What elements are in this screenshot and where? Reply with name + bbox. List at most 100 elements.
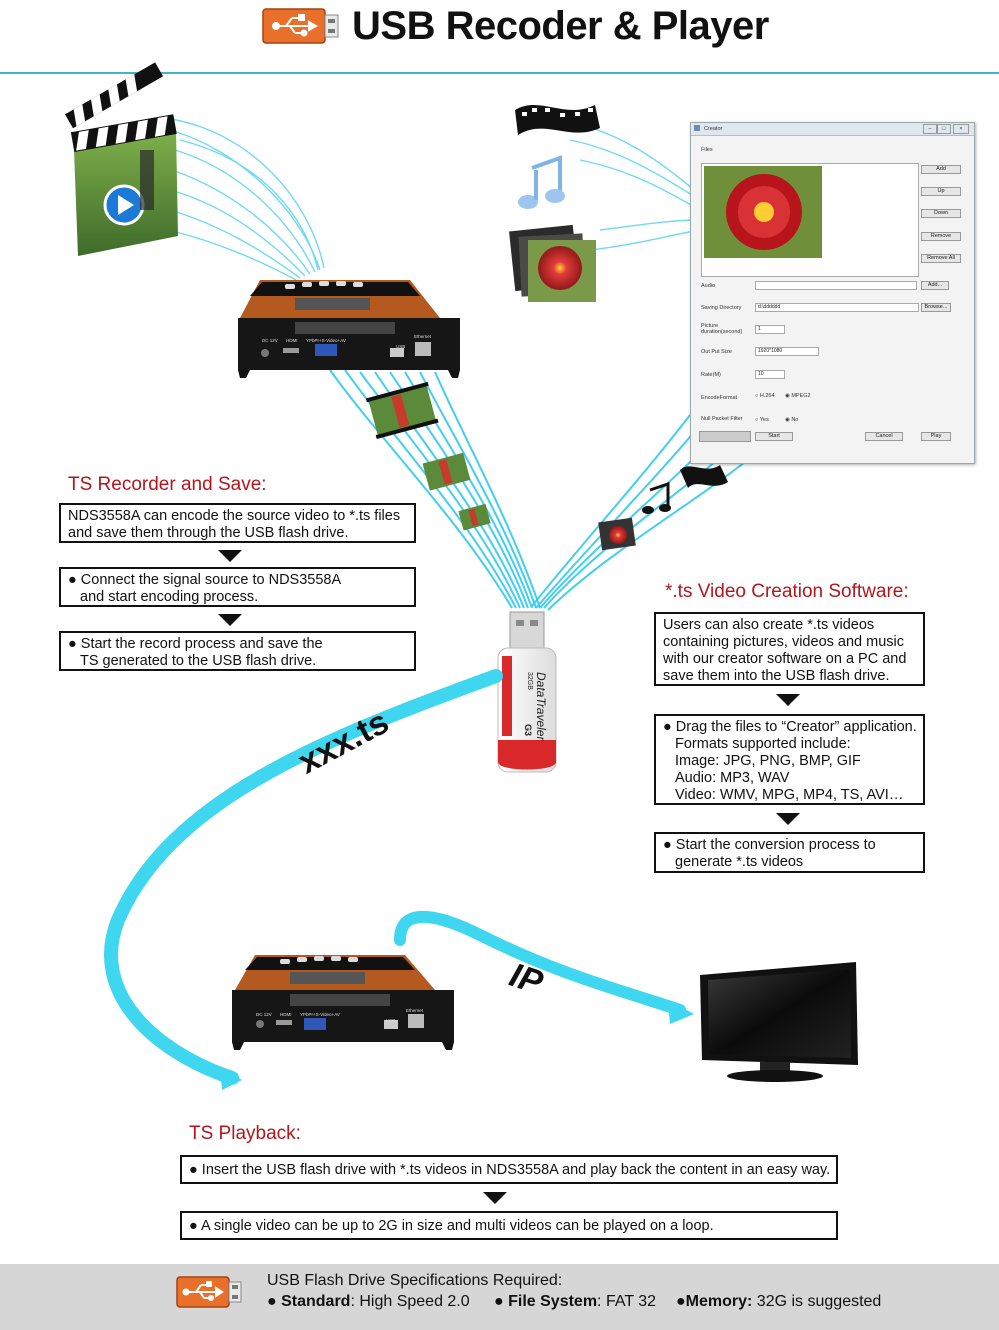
recorder-step-1: NDS3558A can encode the source video to … [59,503,416,543]
null-yes-radio[interactable]: ○ Yes [755,417,769,423]
creation-heading: *.ts Video Creation Software: [665,581,909,602]
recorder-device-top [238,280,460,378]
encode-mpeg2-radio[interactable]: ◉ MPEG2 [785,393,811,399]
down-arrow-icon [483,1192,507,1204]
usb-brand: DataTraveler [534,672,548,741]
usb-stick-text: DataTraveler 32GB G3 [516,672,548,752]
picture-duration-label: Picture duration(second) [701,323,743,335]
header-divider [0,72,999,74]
beam-clapper-to-recorder [164,117,325,281]
down-button[interactable]: Down [921,209,961,218]
progress-bar [699,431,751,442]
spec-filesystem-value: : FAT 32 [597,1293,657,1310]
play-button[interactable]: Play [921,432,951,441]
spec-filesystem-key: File System [508,1293,598,1310]
footer-heading: USB Flash Drive Specifications Required: [267,1272,563,1289]
playback-step-1: ● Insert the USB flash drive with *.ts v… [180,1155,838,1184]
spec-memory-value: 32G is suggested [752,1293,882,1310]
encode-h264-label: H.264 [759,393,775,399]
spec-memory-key: Memory: [685,1293,753,1310]
rate-field[interactable]: 10 [755,370,785,379]
recorder-step-2-line-2: and start encoding process. [80,589,259,605]
down-arrow-icon [776,694,800,706]
null-no-label: No [791,417,799,423]
playback-step-1-text: ● Insert the USB flash drive with *.ts v… [189,1162,831,1178]
audio-label: Audio [701,283,716,289]
up-button[interactable]: Up [921,187,961,196]
port-label-ethernet: Ethernet [406,1008,424,1013]
recorder-step-1-line-2: and save them through the USB flash driv… [68,525,349,541]
port-label-av: YPbPr+S-Video+AV [300,1012,340,1017]
null-packet-label: Null Packet Filter [701,416,743,422]
creation-step-3-line-1: ● Start the conversion process to [663,837,876,853]
small-media-icons [598,465,728,551]
down-arrow-icon [218,550,242,562]
creation-step-2-line-4: Audio: MP3, WAV [675,770,790,786]
add-file-button[interactable]: Add [921,165,961,174]
files-list[interactable] [701,163,919,277]
playback-step-2-text: ● A single video can be up to 2G in size… [189,1218,714,1234]
creation-step-2-line-1: ● Drag the files to “Creator” applicatio… [663,719,917,735]
saving-directory-label: Saving Directory [701,305,742,311]
port-label-ethernet: Ethernet [414,334,432,339]
film-strip-image [515,105,600,135]
output-size-label: Out Put Size [701,349,732,355]
minimize-icon[interactable]: – [923,124,937,134]
down-arrow-icon [218,614,242,626]
null-no-radio[interactable]: ◉ No [785,417,799,423]
start-button[interactable]: Start [755,432,793,441]
ip-arrowhead [668,1000,694,1024]
saving-directory-field[interactable]: d:\dddddd [755,303,919,312]
rate-label: Rate(M) [701,372,721,378]
ip-arrow [394,910,686,1016]
recorder-port-labels: DC 12V HDMI YPbPr+S-Video+AV USB Etherne… [262,334,462,350]
browse-button[interactable]: Browse... [921,303,951,312]
recorder-step-3-line-1: ● Start the record process and save the [68,636,323,652]
creation-step-2: ● Drag the files to “Creator” applicatio… [654,714,925,805]
port-label-dc: DC 12V [256,1012,272,1017]
remove-button[interactable]: Remove [921,232,961,241]
creation-step-1: Users can also create *.ts videos contai… [654,612,925,686]
picture-duration-field[interactable]: 1 [755,325,785,334]
page-title: USB Recoder & Player [352,4,769,48]
file-transfer-arrow [104,669,503,1085]
remove-all-button[interactable]: Remove All [921,254,961,263]
playback-step-2: ● A single video can be up to 2G in size… [180,1211,838,1240]
footer-spec-standard: ● Standard: High Speed 2.0 [267,1293,470,1310]
footer-spec-filesystem: ● File System: FAT 32 [494,1293,657,1310]
recorder-step-3: ● Start the record process and save the … [59,631,416,671]
usb-model: G3 [523,724,533,737]
encode-format-label: EncodeFormat [701,395,738,401]
recorder-step-2: ● Connect the signal source to NDS3558A … [59,567,416,607]
beam-media-to-creator [559,119,701,251]
television-image [700,962,858,1082]
audio-field[interactable] [755,281,917,290]
port-label-usb: USB [396,344,406,349]
spec-standard-key: Standard [281,1293,351,1310]
flower-image-stack [509,224,596,302]
recorder-heading: TS Recorder and Save: [68,474,267,495]
recorder-step-1-line-1: NDS3558A can encode the source video to … [68,508,401,524]
audio-add-button[interactable]: Add... [921,281,949,290]
creation-step-2-line-2: Formats supported include: [675,736,851,752]
encode-h264-radio[interactable]: ○ H.264 [755,393,775,399]
output-size-select[interactable]: 1920*1080 [755,347,819,356]
creation-step-1-line-3: with our creator software on a PC and [663,651,907,667]
creation-step-1-line-2: containing pictures, videos and music [663,634,904,650]
usb-flash-drive-image [497,611,557,773]
maximize-icon[interactable]: □ [937,124,951,134]
player-port-labels: DC 12V HDMI YPbPr+S-Video+AV USB Etherne… [256,1008,456,1024]
creation-step-3-line-2: generate *.ts videos [675,854,804,870]
player-device [232,955,454,1050]
app-icon [694,125,700,131]
spec-standard-value: : High Speed 2.0 [350,1293,470,1310]
cancel-button[interactable]: Cancel [865,432,903,441]
creator-titlebar: Creator – □ × [691,123,974,136]
port-label-av: YPbPr+S-Video+AV [306,338,346,343]
clapperboard-image [65,62,178,256]
playback-heading: TS Playback: [189,1123,301,1144]
port-label-hdmi: HDMI [280,1012,292,1017]
close-icon[interactable]: × [953,124,969,134]
footer-bar: USB Flash Drive Specifications Required:… [0,1264,999,1330]
file-transfer-arrowhead [220,1066,242,1090]
